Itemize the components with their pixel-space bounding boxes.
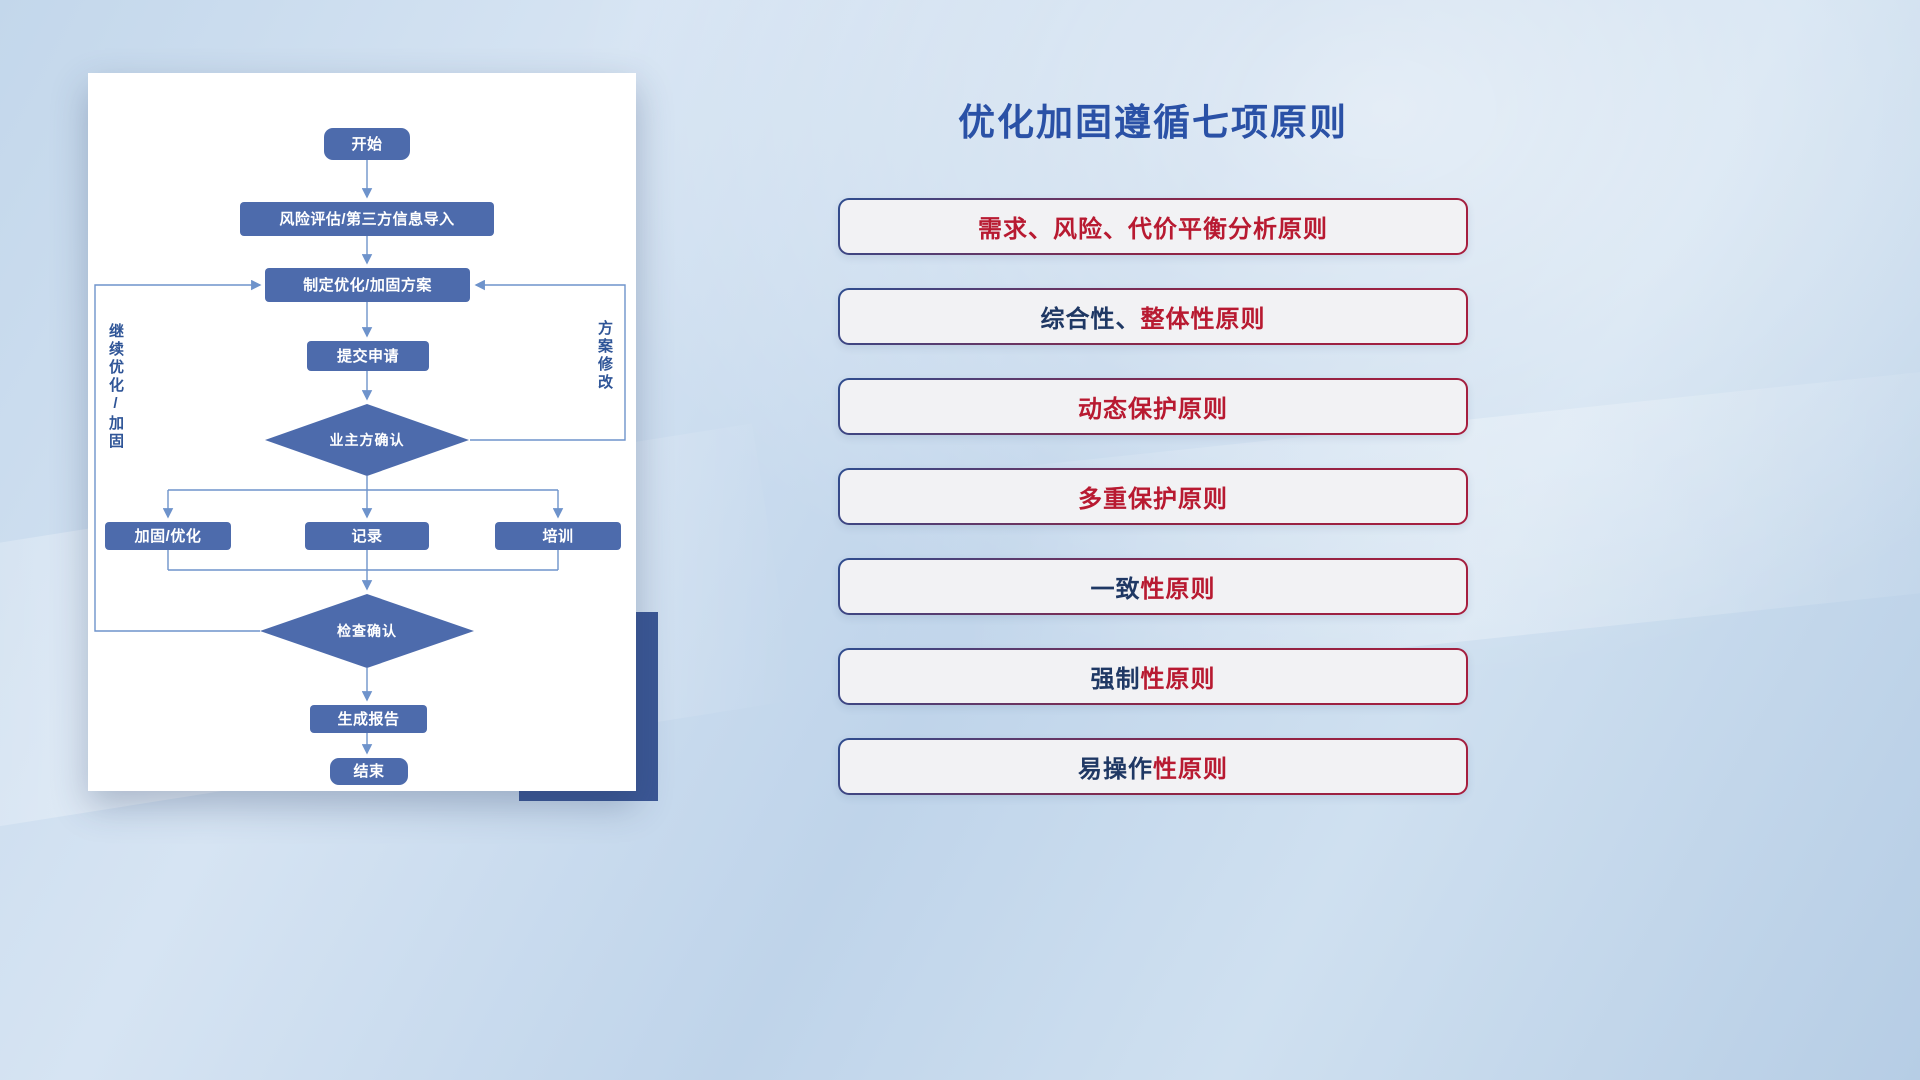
principle-box-2: 综合性、整体性原则 xyxy=(838,288,1468,345)
principle-box-6: 强制性原则 xyxy=(838,648,1468,705)
flow-node-report: 生成报告 xyxy=(310,705,427,733)
principles-panel: 优化加固遵循七项原则 需求、风险、代价平衡分析原则 综合性、整体性原则 动态保护… xyxy=(838,92,1468,795)
flowchart-card: 开始 风险评估/第三方信息导入 制定优化/加固方案 提交申请 业主方确认 加固/… xyxy=(88,73,636,791)
flow-node-reinforce: 加固/优化 xyxy=(105,522,231,550)
principle-text-red: 性原则 xyxy=(1153,756,1228,783)
principle-box-5: 一致性原则 xyxy=(838,558,1468,615)
flow-node-risk-import: 风险评估/第三方信息导入 xyxy=(240,202,494,236)
flow-node-submit: 提交申请 xyxy=(307,341,429,371)
principle-text-red: 多重保护原则 xyxy=(1078,486,1228,513)
principle-text-red: 需求、风险、代价平衡分析原则 xyxy=(978,216,1328,243)
flow-node-training: 培训 xyxy=(495,522,621,550)
principle-box-1: 需求、风险、代价平衡分析原则 xyxy=(838,198,1468,255)
flow-label-plan-revise: 方案修改 xyxy=(595,318,613,394)
flow-node-record: 记录 xyxy=(305,522,429,550)
principle-text-navy: 易操作 xyxy=(1078,756,1153,783)
flow-node-start: 开始 xyxy=(324,128,410,160)
principle-text-red: 整体性原则 xyxy=(1140,306,1266,333)
principle-box-4: 多重保护原则 xyxy=(838,468,1468,525)
flowchart-connectors xyxy=(94,160,626,755)
principle-box-3: 动态保护原则 xyxy=(838,378,1468,435)
principle-text-navy: 综合性、 xyxy=(1040,306,1141,333)
principle-text-red: 性原则 xyxy=(1140,576,1216,603)
page-title: 优化加固遵循七项原则 xyxy=(958,102,1348,143)
principle-box-7: 易操作性原则 xyxy=(838,738,1468,795)
principle-text-red: 动态保护原则 xyxy=(1078,396,1228,423)
flow-label-continue-loop: 继续优化/加固 xyxy=(106,321,124,453)
principle-text-navy: 强制 xyxy=(1090,666,1141,693)
principle-text-red: 性原则 xyxy=(1140,666,1216,693)
flow-node-make-plan: 制定优化/加固方案 xyxy=(265,268,470,302)
principle-text-navy: 一致 xyxy=(1090,576,1141,603)
principle-list: 需求、风险、代价平衡分析原则 综合性、整体性原则 动态保护原则 多重保护原则 一… xyxy=(838,198,1468,795)
flow-node-end: 结束 xyxy=(330,758,408,785)
